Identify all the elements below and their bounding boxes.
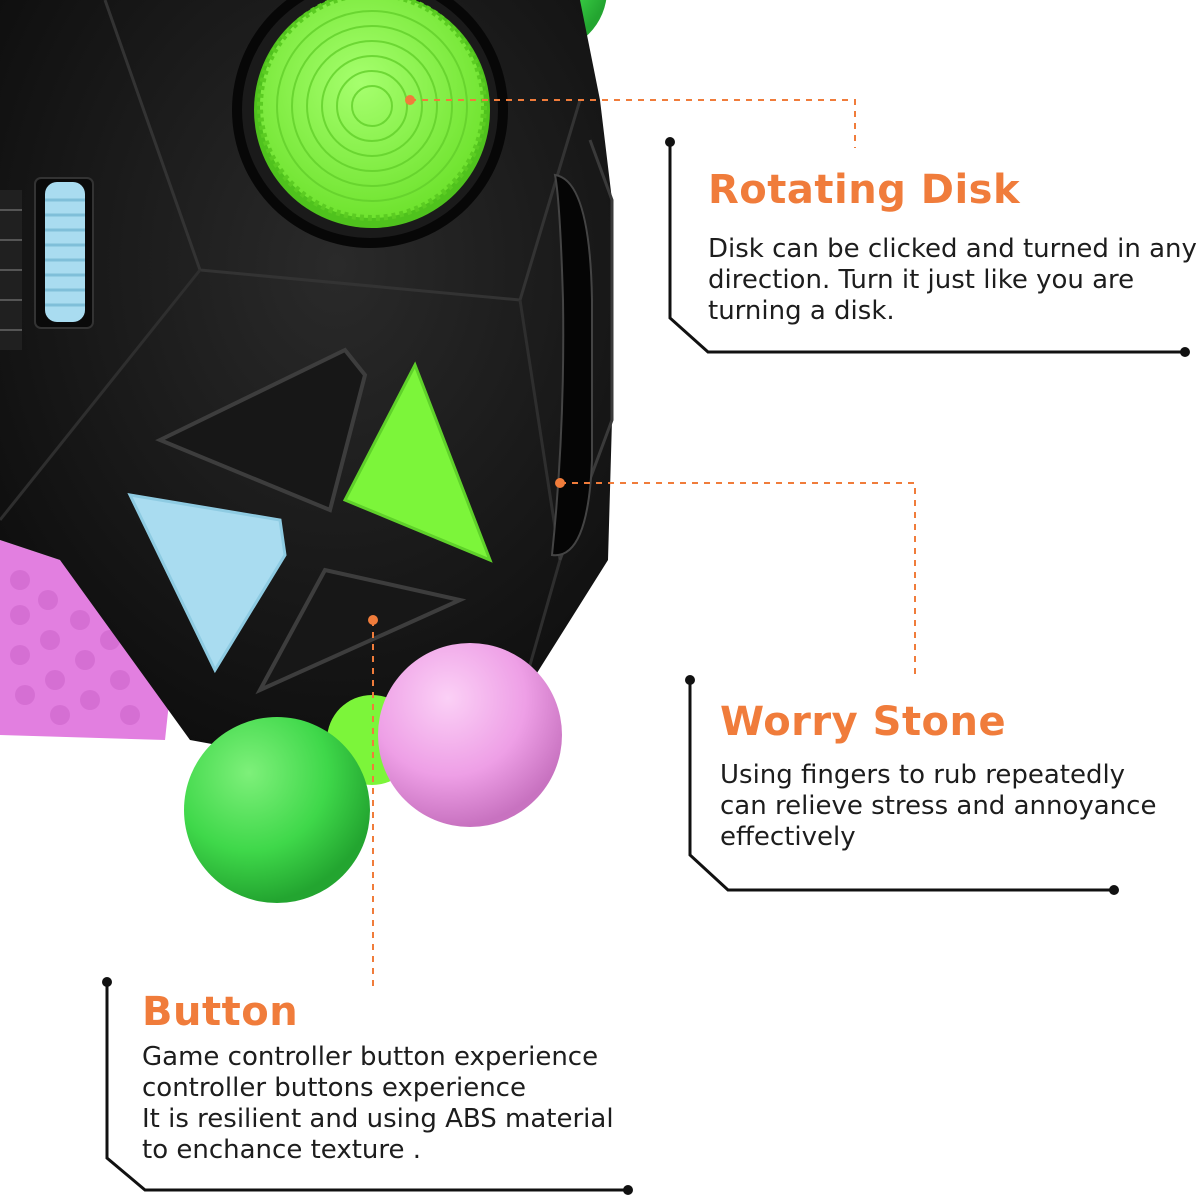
feature-description: Game controller button experience contro… bbox=[142, 1042, 614, 1166]
feature-rotating-disk: Rotating Disk Disk can be clicked and tu… bbox=[708, 168, 1197, 327]
feature-title: Rotating Disk bbox=[708, 167, 1021, 213]
description-line: direction. Turn it just like you are bbox=[708, 265, 1135, 295]
green-ball bbox=[184, 717, 370, 903]
pink-ball bbox=[378, 643, 562, 827]
green-triangle-button bbox=[342, 361, 493, 563]
feature-worry-stone: Worry Stone Using fingers to rub repeate… bbox=[720, 700, 1156, 853]
description-line: can relieve stress and annoyance bbox=[720, 791, 1157, 821]
description-line: Game controller button experience bbox=[142, 1042, 599, 1072]
feature-title: Worry Stone bbox=[720, 699, 1007, 745]
bracket-lines bbox=[105, 142, 1185, 1192]
description-line: Disk can be clicked and turned in any bbox=[708, 234, 1197, 264]
description-line: effectively bbox=[720, 822, 856, 852]
feature-title: Button bbox=[142, 989, 299, 1035]
callout-lines bbox=[372, 99, 916, 990]
black-button-top bbox=[155, 347, 368, 513]
side-roller bbox=[0, 177, 94, 350]
feature-button: Button Game controller button experience… bbox=[142, 990, 614, 1166]
description-line: controller buttons experience bbox=[142, 1073, 526, 1103]
description-line: to enchance texture . bbox=[142, 1135, 422, 1165]
black-button-bottom bbox=[255, 567, 467, 695]
worry-stone-groove bbox=[550, 173, 593, 557]
feature-description: Using fingers to rub repeatedly can reli… bbox=[720, 760, 1156, 853]
rotating-disk bbox=[232, 0, 508, 248]
bracket-dots bbox=[102, 137, 1190, 1195]
description-line: It is resilient and using ABS material bbox=[142, 1104, 614, 1134]
description-line: turning a disk. bbox=[708, 296, 895, 326]
description-line: Using fingers to rub repeatedly bbox=[720, 760, 1126, 790]
blue-triangle-button bbox=[127, 493, 287, 674]
button-cluster bbox=[127, 347, 493, 695]
callout-dots bbox=[368, 95, 565, 625]
feature-description: Disk can be clicked and turned in any di… bbox=[708, 234, 1197, 327]
